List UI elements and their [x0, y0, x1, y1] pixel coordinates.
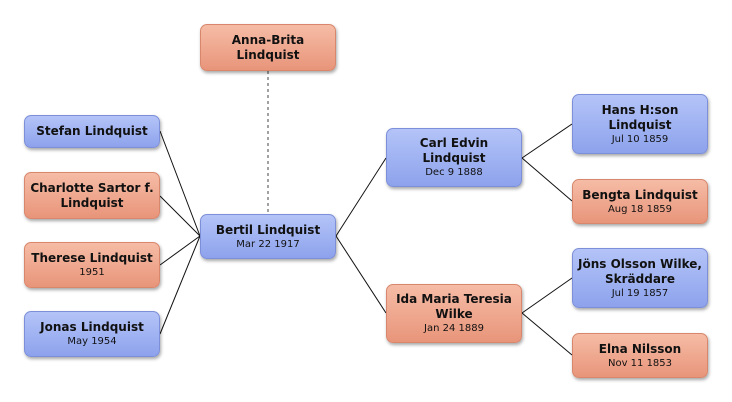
person-name: Ida Maria Teresia Wilke: [396, 292, 512, 321]
person-date: Jul 19 1857: [611, 287, 669, 299]
person-name: Therese Lindquist: [31, 251, 153, 265]
person-name: Stefan Lindquist: [36, 124, 148, 138]
person-date: Jul 10 1859: [611, 133, 669, 145]
person-date: May 1954: [67, 336, 117, 347]
parent-link-ida: [335, 235, 387, 314]
person-name: Bengta Lindquist: [582, 187, 698, 202]
person-name: Jöns Olsson Wilke, Skräddare: [578, 256, 702, 286]
child-link-jonas: [159, 235, 201, 335]
parent-link-bengta: [521, 157, 573, 202]
person-date: Aug 18 1859: [607, 203, 673, 215]
parent-link-elna: [521, 312, 573, 356]
person-box-anna-brita[interactable]: Anna-Brita Lindquist: [200, 24, 336, 71]
person-name: Anna-Brita Lindquist: [231, 32, 305, 62]
person-box-carl[interactable]: Carl Edvin Lindquist Dec 9 1888: [386, 128, 522, 187]
person-name: Carl Edvin Lindquist: [419, 136, 489, 165]
person-date: Jan 24 1889: [424, 323, 484, 334]
person-date: 1951: [79, 267, 105, 278]
person-name: Bertil Lindquist: [215, 222, 321, 237]
child-link-stefan: [159, 130, 201, 237]
person-box-ida[interactable]: Ida Maria Teresia Wilke Jan 24 1889: [386, 284, 522, 343]
person-box-stefan[interactable]: Stefan Lindquist: [24, 115, 160, 148]
person-name: Charlotte Sartor f. Lindquist: [30, 180, 154, 210]
person-name: Elna Nilsson: [598, 341, 682, 356]
person-date: Nov 11 1853: [607, 357, 673, 369]
person-box-therese[interactable]: Therese Lindquist 1951: [24, 242, 160, 288]
parent-link-carl: [335, 157, 387, 237]
parent-link-hans: [521, 123, 573, 159]
person-date: Mar 22 1917: [236, 238, 300, 250]
person-name: Jonas Lindquist: [40, 320, 144, 334]
parent-link-jons: [521, 277, 573, 314]
person-box-jonas[interactable]: Jonas Lindquist May 1954: [24, 311, 160, 357]
person-box-elna[interactable]: Elna Nilsson Nov 11 1853: [572, 333, 708, 378]
person-name: Hans H:son Lindquist: [601, 102, 679, 132]
child-link-charlotte: [159, 195, 201, 237]
person-box-bertil[interactable]: Bertil Lindquist Mar 22 1917: [200, 214, 336, 259]
person-box-bengta[interactable]: Bengta Lindquist Aug 18 1859: [572, 179, 708, 224]
person-box-jons[interactable]: Jöns Olsson Wilke, Skräddare Jul 19 1857: [572, 248, 708, 308]
child-link-therese: [159, 235, 201, 266]
person-date: Dec 9 1888: [425, 167, 483, 178]
person-box-charlotte[interactable]: Charlotte Sartor f. Lindquist: [24, 172, 160, 219]
person-box-hans[interactable]: Hans H:son Lindquist Jul 10 1859: [572, 94, 708, 154]
